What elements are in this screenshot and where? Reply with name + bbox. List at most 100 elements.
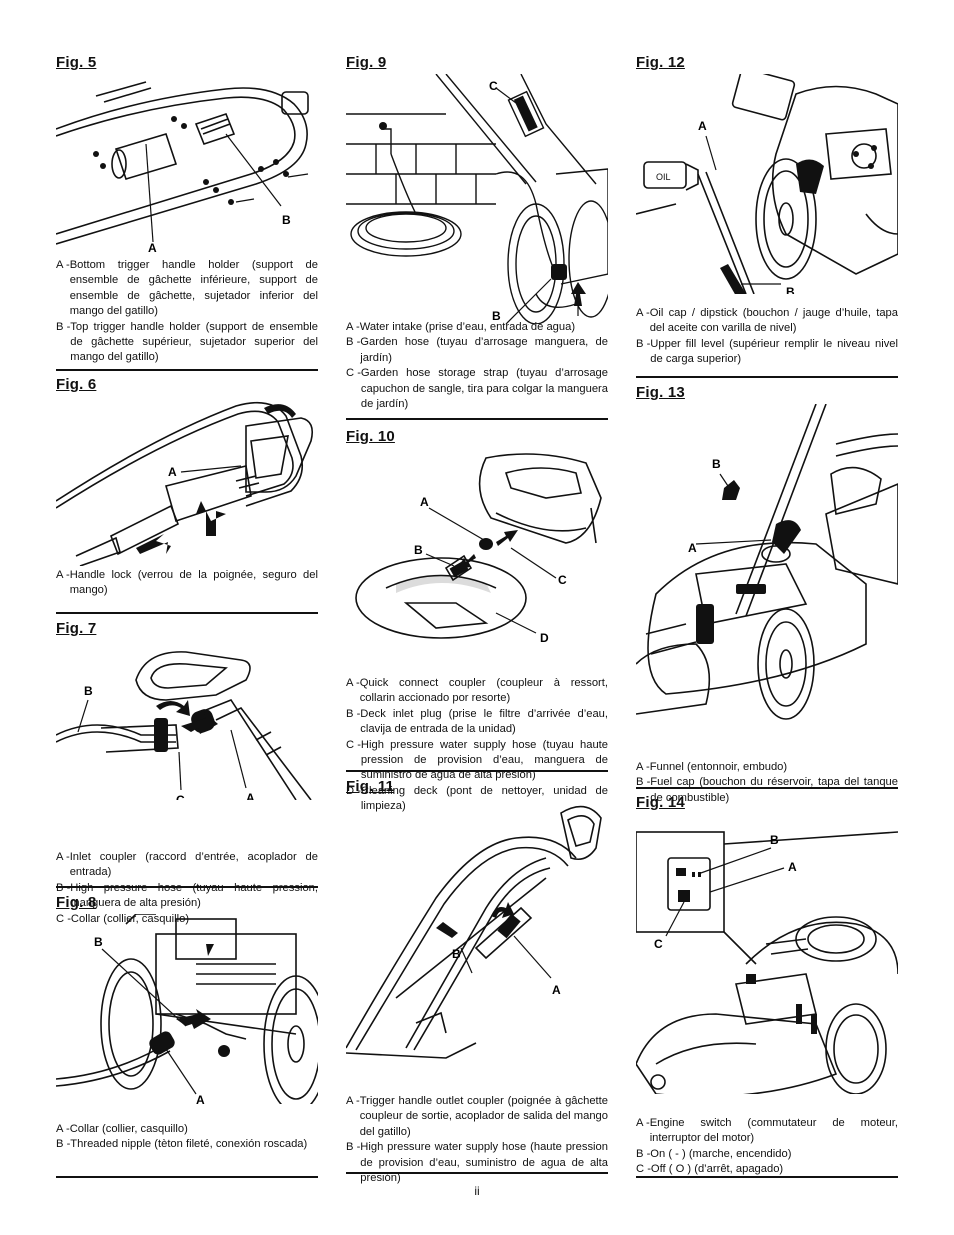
label-c: C	[489, 79, 498, 93]
legend-item: C -High pressure water supply hose (tuya…	[346, 738, 608, 782]
figure-6: Fig. 6 A	[56, 374, 318, 614]
fig12-legend: A -Oil cap / dipstick (bouchon / jauge d…	[636, 306, 898, 368]
fig5-legend: A -Bottom trigger handle holder (support…	[56, 258, 318, 366]
figure-14: Fig. 14	[636, 792, 898, 1177]
fig14-legend: A -Engine switch (commutateur de moteur,…	[636, 1116, 898, 1178]
legend-item: B -Deck inlet plug (prise le filtre d’ar…	[346, 707, 608, 736]
legend-item: A -Handle lock (verrou de la poignée, se…	[56, 569, 318, 597]
legend-item: A -Inlet coupler (raccord d’entrée, acop…	[56, 851, 318, 879]
label-d: D	[540, 631, 549, 645]
illustration-garden-hose: C B A	[346, 74, 608, 324]
label-a: A	[552, 983, 561, 997]
figure-title: Fig. 7	[56, 620, 97, 637]
legend-item: C -Collar (collier, casquillo)	[56, 912, 190, 925]
figure-title: Fig. 12	[636, 54, 685, 71]
label-b: B	[414, 543, 423, 557]
label-a: A	[148, 241, 157, 254]
legend-item: C -Off ( O ) (d’arrêt, apagado)	[636, 1163, 784, 1176]
illustration-threaded-nipple: B A	[56, 914, 318, 1104]
illustration-handle-lock: A	[56, 396, 318, 566]
label-a: A	[246, 791, 255, 800]
figure-title: Fig. 13	[636, 384, 685, 401]
figure-title: Fig. 9	[346, 54, 387, 71]
label-a: A	[788, 860, 797, 874]
fig9-legend: A -Water intake (prise d’eau, entrada de…	[346, 320, 608, 412]
legend-item: A -Engine switch (commutateur de moteur,…	[636, 1117, 898, 1145]
figure-9: Fig. 9	[346, 52, 608, 417]
figure-8: Fig. 8	[56, 892, 318, 1182]
illustration-inlet-coupler: B C A	[56, 640, 318, 800]
illustration-engine-switch: B A C	[636, 814, 898, 1094]
figure-title: Fig. 11	[346, 778, 395, 795]
illustration-trigger-outlet: B A	[346, 798, 608, 1068]
fig10-legend: A -Quick connect coupler (coupleur à res…	[346, 676, 608, 815]
divider	[636, 787, 898, 789]
divider	[56, 886, 318, 888]
legend-item: A -Bottom trigger handle holder (support…	[56, 259, 318, 318]
label-b: B	[452, 947, 461, 961]
figure-title: Fig. 5	[56, 54, 97, 71]
fig5-drawing: A B	[56, 81, 309, 254]
legend-item: A -Water intake (prise d’eau, entrada de…	[346, 321, 576, 333]
label-c: C	[176, 793, 185, 800]
label-b: B	[84, 684, 93, 698]
fig13-drawing: B A	[636, 404, 898, 720]
fig11-drawing: B A	[346, 805, 602, 1059]
figure-10: Fig. 10	[346, 426, 608, 812]
fig12-drawing: OIL A B	[636, 74, 898, 294]
divider	[346, 770, 608, 772]
illustration-funnel-fuel-cap: B A	[636, 404, 898, 734]
legend-item: B -High pressure water supply hose (haut…	[346, 1141, 608, 1185]
fig11-legend: A -Trigger handle outlet coupler (poigné…	[346, 1094, 608, 1186]
figure-11: Fig. 11	[346, 776, 608, 1184]
legend-item: B -Upper fill level (supérieur remplir l…	[636, 337, 898, 366]
divider	[346, 1172, 608, 1174]
label-a: A	[698, 119, 707, 133]
fig7-drawing: B C A	[56, 651, 312, 800]
fig6-drawing: A	[56, 401, 314, 566]
figure-title: Fig. 10	[346, 428, 395, 445]
legend-item: A -Collar (collier, casquillo)	[56, 1123, 188, 1135]
label-c: C	[654, 937, 663, 951]
label-b: B	[786, 285, 795, 294]
divider	[56, 612, 318, 614]
legend-item: D -Cleaning deck (pont de nettoyer, unid…	[346, 784, 608, 813]
legend-item: B -Garden hose (tuyau d’arrosage manguer…	[346, 336, 608, 364]
fig10-drawing: A B C D	[355, 453, 602, 645]
illustration-handle-holders: A B	[56, 74, 318, 254]
figure-5: Fig. 5	[56, 52, 318, 377]
fig6-legend: A -Handle lock (verrou de la poignée, se…	[56, 568, 318, 599]
divider	[56, 369, 318, 371]
illustration-cleaning-deck: A B C D	[346, 448, 608, 648]
divider	[636, 376, 898, 378]
legend-item: B -Threaded nipple (tèton fileté, conexi…	[56, 1138, 308, 1151]
legend-item: C -Garden hose storage strap (tuyau d’ar…	[346, 367, 608, 411]
figure-title: Fig. 14	[636, 794, 685, 811]
label-a: A	[168, 465, 177, 479]
legend-item: A -Trigger handle outlet coupler (poigné…	[346, 1095, 608, 1138]
figure-7: Fig. 7	[56, 618, 318, 925]
label-a: A	[688, 541, 697, 555]
figure-title: Fig. 8	[56, 894, 97, 911]
legend-item: A -Oil cap / dipstick (bouchon / jauge d…	[636, 307, 898, 335]
fig9-drawing: C B A	[346, 74, 608, 324]
label-b: B	[712, 457, 721, 471]
fig14-drawing: B A C	[636, 831, 898, 1094]
divider	[636, 1176, 898, 1178]
label-a: A	[420, 495, 429, 509]
label-c: C	[558, 573, 567, 587]
divider	[56, 1176, 318, 1178]
legend-item: B -On ( - ) (marche, encendido)	[636, 1147, 792, 1160]
label-b: B	[770, 833, 779, 847]
oil-cap-text: OIL	[656, 172, 671, 182]
label-b: B	[282, 213, 291, 227]
figure-12: Fig. 12	[636, 52, 898, 377]
illustration-oil-dipstick: OIL A B	[636, 74, 898, 294]
legend-item: B -Top trigger handle holder (support de…	[56, 320, 318, 364]
label-b: B	[94, 935, 103, 949]
label-a: A	[196, 1093, 205, 1104]
legend-item: B -Fuel cap (bouchon du réservoir, tapa …	[636, 776, 898, 804]
label-b: B	[492, 309, 501, 323]
fig13-legend: A -Funnel (entonnoir, embudo) B -Fuel ca…	[636, 760, 898, 806]
page-number: ii	[474, 1184, 480, 1198]
